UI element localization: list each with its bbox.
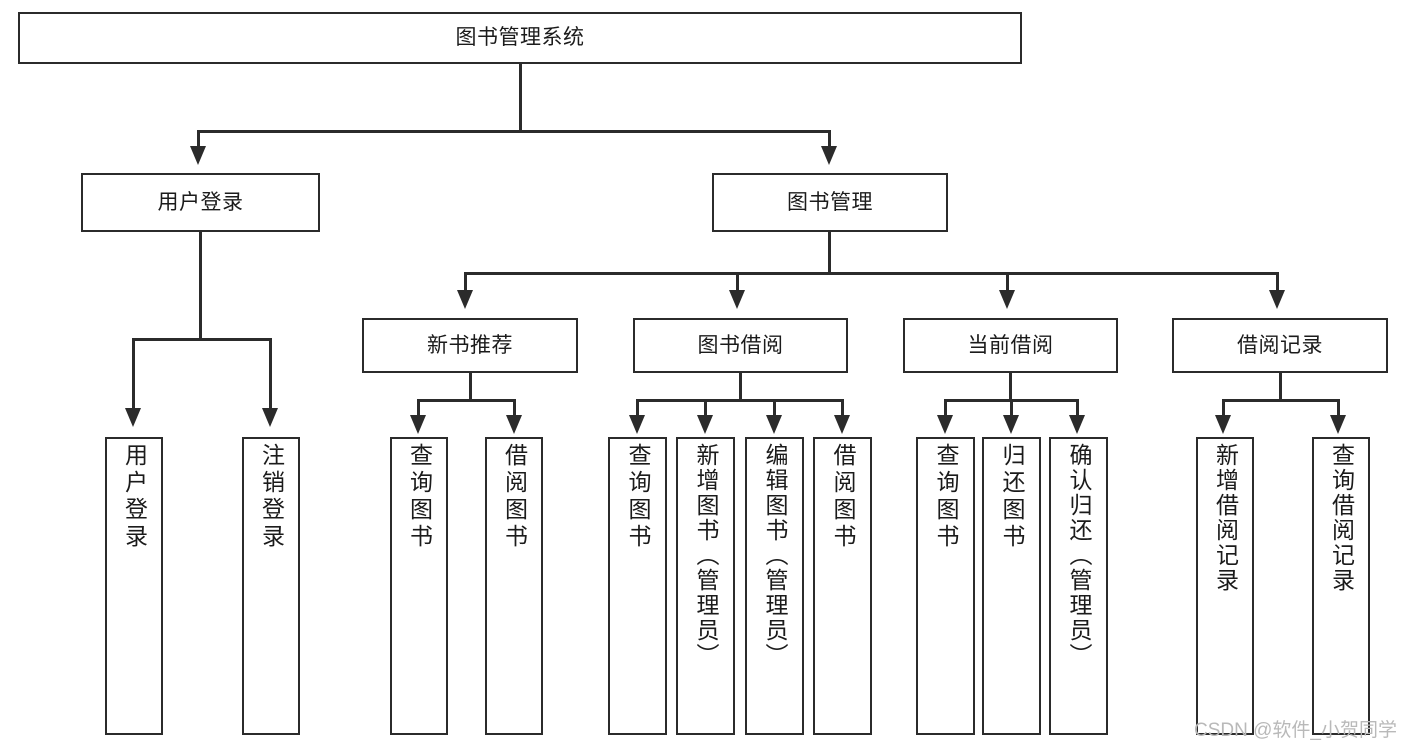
node-label: 借阅记录 (1237, 333, 1323, 357)
connector-user-login-bus (132, 338, 272, 341)
arrowhead-leaf-borrow-book-1 (506, 415, 522, 434)
connector-current-borrow-child1 (944, 399, 947, 417)
node-label: 查询图书 (625, 443, 651, 551)
connector-book-borrow-bus (636, 399, 844, 402)
leaf-return-book[interactable]: 归还图书 (982, 437, 1041, 735)
arrowhead-new-book (457, 290, 473, 309)
arrowhead-leaf-query-book-1 (410, 415, 426, 434)
connector-new-book-child1 (417, 399, 420, 417)
leaf-borrow-book-borrow[interactable]: 借阅图书 (813, 437, 872, 735)
arrowhead-user-login (190, 146, 206, 165)
arrowhead-leaf-return-book (1003, 415, 1019, 434)
node-label: 新增借阅记录 (1212, 443, 1239, 593)
node-label: 当前借阅 (967, 333, 1054, 357)
node-label: 查询图书 (406, 443, 433, 551)
connector-to-current-borrow (1006, 272, 1009, 292)
connector-to-book-manage (828, 130, 831, 148)
node-label: 图书管理系统 (455, 26, 585, 50)
connector-book-borrow-stem (739, 373, 742, 401)
connector-borrow-record-bus (1222, 399, 1340, 402)
node-new-book-recommend[interactable]: 新书推荐 (362, 318, 578, 373)
connector-book-borrow-child4 (841, 399, 844, 417)
arrowhead-borrow-record (1269, 290, 1285, 309)
connector-root-stem (519, 64, 522, 132)
node-label: 编辑图书（管理员） (762, 443, 788, 668)
node-user-login[interactable]: 用户登录 (81, 173, 320, 232)
node-label: 图书管理 (787, 190, 873, 214)
leaf-confirm-return-admin[interactable]: 确认归还（管理员） (1049, 437, 1108, 735)
connector-to-book-borrow (736, 272, 739, 292)
node-label: 图书借阅 (697, 333, 784, 357)
connector-to-new-book (464, 272, 467, 292)
node-label: 查询图书 (933, 443, 959, 551)
connector-level2-bus (464, 272, 1279, 275)
connector-new-book-bus (417, 399, 516, 402)
leaf-add-borrow-record[interactable]: 新增借阅记录 (1196, 437, 1254, 735)
connector-borrow-record-child2 (1337, 399, 1340, 417)
arrowhead-leaf-logout (262, 408, 278, 427)
arrowhead-leaf-query-record (1330, 415, 1346, 434)
connector-book-manage-stem (828, 232, 831, 274)
arrowhead-leaf-confirm-return (1069, 415, 1085, 434)
connector-user-login-child2 (269, 338, 272, 410)
leaf-logout[interactable]: 注销登录 (242, 437, 300, 735)
arrowhead-current-borrow (999, 290, 1015, 309)
connector-borrow-record-stem (1279, 373, 1282, 401)
arrowhead-leaf-user-login (125, 408, 141, 427)
connector-to-user-login (197, 130, 200, 148)
connector-current-borrow-stem (1009, 373, 1012, 401)
connector-user-login-stem (199, 232, 202, 340)
connector-level1-bus (197, 130, 831, 133)
connector-book-borrow-child1 (636, 399, 639, 417)
connector-user-login-child1 (132, 338, 135, 410)
leaf-query-book-borrow[interactable]: 查询图书 (608, 437, 667, 735)
arrowhead-leaf-edit-book (766, 415, 782, 434)
connector-new-book-child2 (513, 399, 516, 417)
arrowhead-leaf-query-book-3 (937, 415, 953, 434)
node-label: 用户登录 (157, 190, 244, 214)
connector-current-borrow-child3 (1076, 399, 1079, 417)
arrowhead-leaf-add-record (1215, 415, 1231, 434)
arrowhead-leaf-borrow-book-2 (834, 415, 850, 434)
leaf-query-book-new[interactable]: 查询图书 (390, 437, 448, 735)
node-label: 查询借阅记录 (1328, 443, 1355, 593)
connector-borrow-record-child1 (1222, 399, 1225, 417)
watermark-text: CSDN @软件_小贺同学 (1194, 720, 1397, 741)
node-book-borrow[interactable]: 图书借阅 (633, 318, 848, 373)
node-label: 新书推荐 (427, 333, 513, 357)
arrowhead-leaf-query-book-2 (629, 415, 645, 434)
leaf-query-borrow-record[interactable]: 查询借阅记录 (1312, 437, 1370, 735)
arrowhead-book-borrow (729, 290, 745, 309)
arrowhead-leaf-add-book (697, 415, 713, 434)
node-root-system[interactable]: 图书管理系统 (18, 12, 1022, 64)
connector-book-borrow-child2 (704, 399, 707, 417)
node-book-management[interactable]: 图书管理 (712, 173, 948, 232)
node-label: 借阅图书 (501, 443, 528, 551)
node-label: 归还图书 (999, 443, 1025, 551)
leaf-query-book-current[interactable]: 查询图书 (916, 437, 975, 735)
leaf-borrow-book-new[interactable]: 借阅图书 (485, 437, 543, 735)
node-borrow-record[interactable]: 借阅记录 (1172, 318, 1388, 373)
leaf-edit-book-admin[interactable]: 编辑图书（管理员） (745, 437, 804, 735)
leaf-user-login[interactable]: 用户登录 (105, 437, 163, 735)
arrowhead-book-manage (821, 146, 837, 165)
node-label: 用户登录 (121, 443, 148, 551)
leaf-add-book-admin[interactable]: 新增图书（管理员） (676, 437, 735, 735)
connector-new-book-stem (469, 373, 472, 401)
connector-book-borrow-child3 (773, 399, 776, 417)
connector-current-borrow-child2 (1010, 399, 1013, 417)
node-label: 新增图书（管理员） (693, 443, 719, 668)
node-current-borrow[interactable]: 当前借阅 (903, 318, 1118, 373)
node-label: 确认归还（管理员） (1066, 443, 1092, 668)
node-label: 借阅图书 (830, 443, 856, 551)
connector-to-borrow-record (1276, 272, 1279, 292)
node-label: 注销登录 (258, 443, 285, 551)
